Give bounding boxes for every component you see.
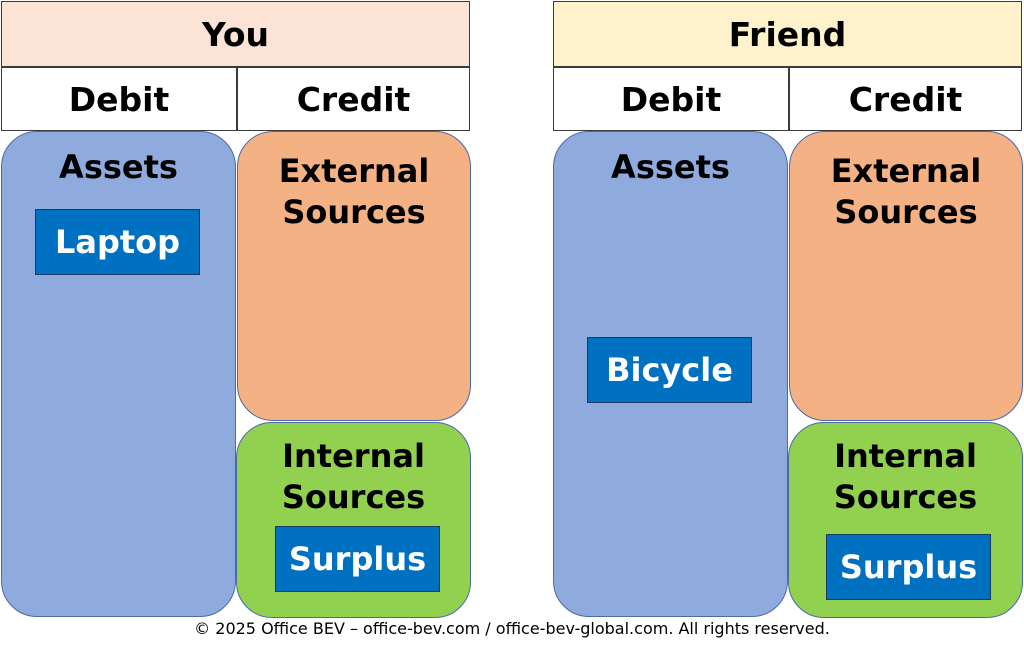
internal-label-line2: Sources <box>281 478 426 516</box>
internal-label-line1: Internal <box>282 437 425 475</box>
assets-label: Assets <box>59 148 178 186</box>
external-label-line1: External <box>278 152 430 190</box>
surplus-chip-you: Surplus <box>275 526 440 592</box>
copyright-footer: © 2025 Office BEV – office-bev.com / off… <box>194 619 830 638</box>
external-label-line2: Sources <box>834 193 978 231</box>
laptop-chip: Laptop <box>35 209 200 275</box>
debit-header-friend: Debit <box>553 67 789 131</box>
credit-header-friend: Credit <box>789 67 1022 131</box>
debit-header-you: Debit <box>1 67 237 131</box>
panel-title-you: You <box>1 1 470 67</box>
internal-label-line1: Internal <box>834 437 977 475</box>
assets-box-you: Assets <box>1 131 236 617</box>
bicycle-chip: Bicycle <box>587 337 752 403</box>
credit-header-you: Credit <box>237 67 470 131</box>
external-sources-box-friend: External Sources <box>789 131 1023 421</box>
internal-label-line2: Sources <box>833 478 978 516</box>
external-sources-box-you: External Sources <box>237 131 471 421</box>
assets-label: Assets <box>611 148 730 186</box>
panel-title-friend: Friend <box>553 1 1022 67</box>
external-label-line2: Sources <box>282 193 426 231</box>
surplus-chip-friend: Surplus <box>826 534 991 600</box>
external-label-line1: External <box>830 152 982 190</box>
